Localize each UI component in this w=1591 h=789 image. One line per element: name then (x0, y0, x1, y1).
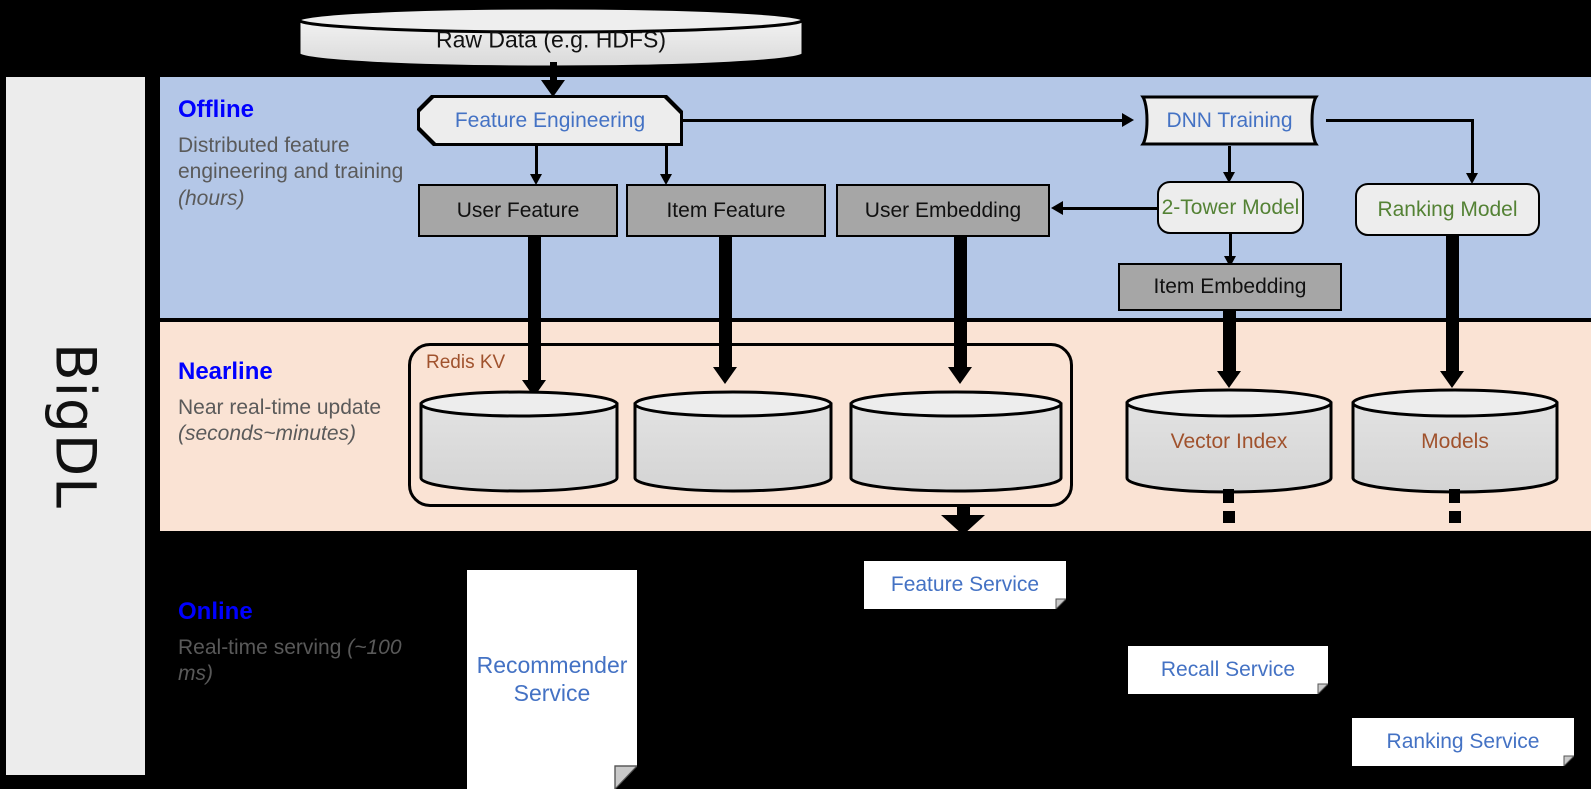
raw-data-cylinder: Raw Data (e.g. HDFS) (296, 6, 806, 68)
offline-band-title: Offline (178, 96, 254, 123)
arrow-itemembedding-to-vectorindex-head (1217, 371, 1241, 388)
item-embedding-label: Item Embedding (1153, 275, 1307, 299)
online-subtitle-plain: Real-time serving (178, 636, 348, 659)
nearline-band-subtitle: Near real-time update (seconds~minutes) (178, 395, 408, 448)
offline-subtitle-plain: Distributed feature engineering and trai… (178, 134, 404, 184)
models-stub-dot (1449, 511, 1461, 523)
arrow-dnn-to-twotower-line (1228, 146, 1231, 176)
arrow-userfeature-to-kv1-line (528, 237, 541, 386)
kv-cylinder-item-feature (632, 390, 834, 493)
redis-kv-label: Redis KV (426, 352, 506, 373)
arrow-fe-to-userfeature-head (530, 174, 542, 185)
two-tower-model-box[interactable]: 2-Tower Model (1157, 181, 1304, 234)
ranking-model-label: Ranking Model (1377, 197, 1518, 221)
arrow-rawdata-to-fe-line (550, 62, 557, 89)
arrow-dnn-to-ranking-hline (1326, 119, 1474, 122)
arrow-twotower-to-itemembedding-head (1224, 256, 1236, 267)
feature-engineering-box-fill (420, 98, 680, 143)
arrow-fe-to-userfeature-line (535, 146, 538, 178)
arrow-dnn-to-ranking-vline (1471, 119, 1474, 177)
ranking-service-label: Ranking Service (1386, 729, 1540, 753)
redis-kv-container (408, 343, 1073, 507)
models-cylinder[interactable]: Models (1350, 388, 1560, 494)
recommender-service-line2: Service (513, 679, 591, 706)
kv-cylinder-user-feature (418, 390, 620, 493)
ranking-model-box[interactable]: Ranking Model (1355, 183, 1540, 236)
user-feature-box[interactable]: User Feature (418, 184, 618, 237)
nearline-subtitle-plain: Near real-time update (178, 396, 382, 419)
feature-service-label: Feature Service (890, 572, 1040, 596)
arrow-twotower-to-itemembedding-line (1229, 234, 1232, 260)
bigdl-sidebar: BigDL (6, 77, 145, 775)
user-feature-label: User Feature (456, 198, 580, 222)
online-subtitle-italic: (~100 ms) (178, 636, 402, 686)
arrow-userembedding-to-kv3-line (954, 237, 967, 373)
feature-engineering-label: Feature Engineering (454, 108, 646, 132)
nearline-band-label: Nearline Near real-time update (seconds~… (178, 358, 408, 448)
arrow-fe-to-dnn-head (1122, 113, 1134, 127)
arrow-twotower-to-userembedding-head (1051, 201, 1063, 215)
ranking-service-doc[interactable]: Ranking Service (1352, 718, 1574, 766)
arrow-rawdata-to-fe-head (541, 80, 565, 97)
offline-subtitle-italic: (hours) (178, 186, 245, 210)
offline-band-subtitle: Distributed feature engineering and trai… (178, 133, 408, 212)
arrow-userembedding-to-kv3-head (948, 367, 972, 384)
recommender-service-line1: Recommender (476, 652, 628, 679)
dnn-training-box[interactable]: DNN Training (1133, 95, 1326, 146)
recall-service-label: Recall Service (1160, 657, 1296, 681)
arrow-fe-to-itemfeature-head (660, 174, 672, 185)
item-embedding-box[interactable]: Item Embedding (1118, 263, 1342, 311)
vector-index-stub (1223, 489, 1234, 503)
vector-index-label: Vector Index (1170, 430, 1288, 454)
raw-data-label: Raw Data (e.g. HDFS) (435, 26, 667, 53)
online-band-title: Online (178, 598, 253, 625)
arrow-rankingmodel-to-models-line (1446, 236, 1459, 377)
feature-engineering-box-border (417, 95, 683, 146)
arrow-itemembedding-to-vectorindex-line (1223, 311, 1236, 377)
feature-service-doc[interactable]: Feature Service (864, 561, 1066, 609)
user-embedding-box[interactable]: User Embedding (836, 184, 1050, 237)
vector-index-cylinder[interactable]: Vector Index (1124, 388, 1334, 494)
redis-to-featureservice-stub (957, 504, 970, 517)
item-feature-box[interactable]: Item Feature (626, 184, 826, 237)
nearline-band-title: Nearline (178, 358, 273, 385)
models-stub (1449, 489, 1460, 503)
online-band-subtitle: Real-time serving (~100 ms) (178, 635, 408, 688)
nearline-subtitle-italic: (seconds~minutes) (178, 422, 356, 446)
arrow-rankingmodel-to-models-head (1440, 371, 1464, 388)
online-band-label: Online Real-time serving (~100 ms) (178, 598, 408, 688)
two-tower-model-label: 2-Tower Model (1161, 195, 1300, 219)
recall-service-doc[interactable]: Recall Service (1128, 646, 1328, 694)
feature-engineering-node[interactable]: Feature Engineering (417, 95, 683, 146)
arrow-twotower-to-userembedding-line (1063, 207, 1163, 210)
redis-to-featureservice-head (941, 515, 985, 535)
vector-index-stub-dot (1223, 511, 1235, 523)
arrow-itemfeature-to-kv2-head (713, 367, 737, 384)
recommender-service-doc[interactable]: Recommender Service (467, 570, 637, 789)
arrow-fe-to-itemfeature-line (665, 146, 668, 178)
arrow-fe-to-dnn-line (683, 119, 1123, 122)
item-feature-label: Item Feature (666, 198, 786, 222)
user-embedding-label: User Embedding (864, 198, 1022, 222)
arrow-dnn-to-twotower-head (1223, 172, 1235, 183)
dnn-training-label: DNN Training (1166, 108, 1293, 132)
models-label: Models (1421, 430, 1489, 454)
arrow-dnn-to-ranking-head (1466, 173, 1478, 184)
bigdl-brand-label: BigDL (43, 343, 108, 509)
kv-cylinder-user-embedding (848, 390, 1064, 493)
recommender-service-label: Recommender Service (467, 570, 637, 789)
arrow-itemfeature-to-kv2-line (719, 237, 732, 373)
offline-band-label: Offline Distributed feature engineering … (178, 96, 408, 212)
